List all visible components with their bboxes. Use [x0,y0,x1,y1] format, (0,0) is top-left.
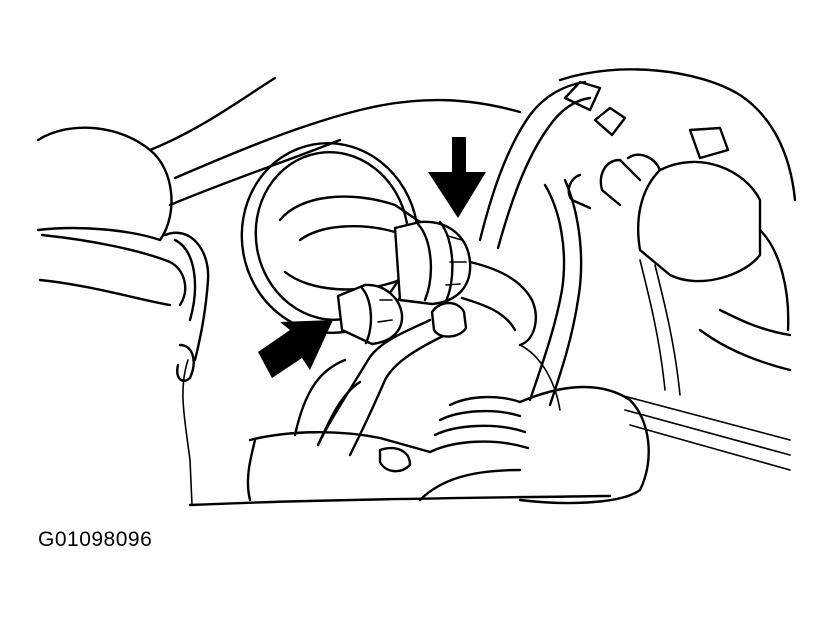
figure-code: G01098096 [38,528,153,551]
arrow-right-icon [258,320,333,378]
fuel-lines [295,82,590,455]
pointer-arrows [258,137,486,378]
left-hose-assembly [38,128,208,505]
boot-assembly [190,387,649,505]
right-component [560,69,795,470]
lower-connector [338,285,402,344]
upper-panel [150,78,520,205]
upper-connector [395,222,470,304]
arrow-down-icon [428,137,486,218]
